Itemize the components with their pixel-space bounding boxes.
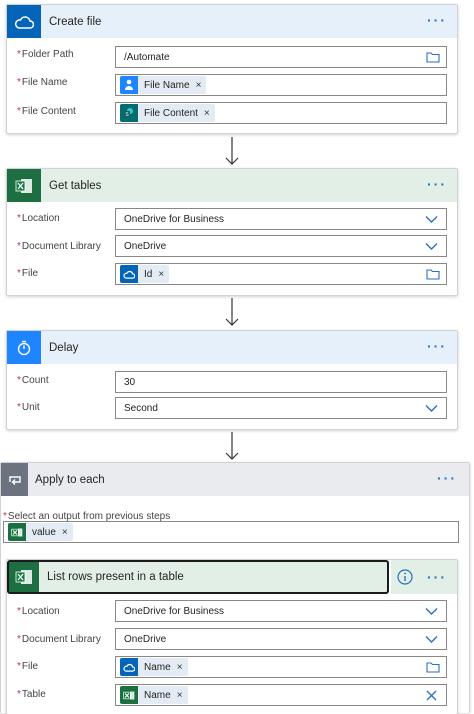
- list-rows-header-extension: [391, 560, 457, 594]
- list-rows-card: List rows present in a table ··· *Locati…: [6, 559, 458, 714]
- cloud-icon: [120, 265, 138, 283]
- table-label: *Table: [17, 689, 46, 700]
- apply-to-each-card: Apply to each ··· *Select an output from…: [0, 462, 470, 714]
- create-file-title: Create file: [49, 15, 102, 28]
- file-content-field[interactable]: S File Content ×: [115, 102, 447, 124]
- location-dropdown[interactable]: OneDrive for Business: [115, 208, 447, 230]
- create-file-card: Create file ··· *Folder Path /Automate *…: [6, 4, 458, 134]
- id-token[interactable]: Id ×: [120, 265, 170, 283]
- excel-icon: [9, 562, 39, 592]
- delay-title: Delay: [49, 341, 79, 354]
- location-label: *Location: [17, 606, 60, 617]
- get-tables-header[interactable]: Get tables ···: [7, 169, 457, 202]
- file-field[interactable]: Id ×: [115, 263, 447, 285]
- delay-header[interactable]: Delay ···: [7, 331, 457, 364]
- excel-icon: [7, 169, 41, 202]
- more-options-icon[interactable]: ···: [427, 569, 447, 585]
- select-output-label: *Select an output from previous steps: [3, 511, 171, 522]
- person-icon: [120, 76, 138, 94]
- count-input[interactable]: 30: [115, 371, 447, 393]
- chevron-down-icon[interactable]: [425, 402, 438, 417]
- value-token[interactable]: value ×: [8, 523, 73, 541]
- file-label: *File: [17, 268, 39, 279]
- select-output-field[interactable]: value ×: [3, 521, 459, 543]
- chevron-down-icon[interactable]: [425, 213, 438, 228]
- location-dropdown[interactable]: OneDrive for Business: [115, 600, 447, 622]
- create-file-header[interactable]: Create file ···: [7, 5, 457, 38]
- close-icon[interactable]: ×: [203, 107, 210, 119]
- info-icon[interactable]: [397, 569, 413, 588]
- folder-icon[interactable]: [426, 268, 440, 283]
- file-field[interactable]: Name ×: [115, 656, 447, 678]
- svg-text:S: S: [125, 112, 129, 118]
- down-arrow-icon: [225, 298, 239, 326]
- get-tables-title: Get tables: [49, 179, 102, 192]
- loop-icon: [1, 463, 28, 496]
- file-name-token[interactable]: File Name ×: [120, 76, 207, 94]
- chevron-down-icon[interactable]: [425, 633, 438, 648]
- document-library-label: *Document Library: [17, 634, 101, 645]
- chevron-down-icon[interactable]: [425, 240, 438, 255]
- excel-icon: [120, 686, 138, 704]
- close-icon[interactable]: ×: [176, 661, 183, 673]
- folder-icon[interactable]: [426, 51, 440, 66]
- file-name-token[interactable]: Name ×: [120, 658, 188, 676]
- get-tables-card: Get tables ··· *Location OneDrive for Bu…: [6, 168, 458, 296]
- timer-icon: [7, 331, 41, 364]
- count-label: *Count: [17, 375, 49, 386]
- file-content-label: *File Content: [17, 106, 76, 117]
- chevron-down-icon[interactable]: [425, 605, 438, 620]
- unit-dropdown[interactable]: Second: [115, 397, 447, 419]
- more-options-icon[interactable]: ···: [427, 338, 447, 354]
- document-library-dropdown[interactable]: OneDrive: [115, 235, 447, 257]
- more-options-icon[interactable]: ···: [427, 12, 447, 28]
- location-label: *Location: [17, 213, 60, 224]
- close-icon[interactable]: ×: [195, 79, 202, 91]
- file-name-field[interactable]: File Name ×: [115, 74, 447, 96]
- more-options-icon[interactable]: ···: [427, 176, 447, 192]
- close-icon[interactable]: ×: [176, 689, 183, 701]
- more-options-icon[interactable]: ···: [437, 470, 457, 486]
- delay-card: Delay ··· *Count 30 *Unit Second: [6, 330, 458, 430]
- close-icon[interactable]: ×: [158, 268, 165, 280]
- table-field[interactable]: Name ×: [115, 684, 447, 706]
- folder-path-field[interactable]: /Automate: [115, 46, 447, 68]
- file-content-token[interactable]: S File Content ×: [120, 104, 215, 122]
- list-rows-title: List rows present in a table: [47, 571, 184, 583]
- apply-to-each-title: Apply to each: [35, 473, 105, 486]
- sharepoint-icon: S: [120, 104, 138, 122]
- cloud-icon: [7, 5, 41, 38]
- folder-icon[interactable]: [426, 661, 440, 676]
- table-name-token[interactable]: Name ×: [120, 686, 188, 704]
- folder-path-label: *Folder Path: [17, 49, 74, 60]
- apply-to-each-header[interactable]: Apply to each ···: [1, 463, 469, 496]
- unit-label: *Unit: [17, 402, 40, 413]
- document-library-label: *Document Library: [17, 241, 101, 252]
- excel-icon: [8, 523, 26, 541]
- list-rows-header[interactable]: List rows present in a table: [7, 560, 389, 594]
- file-label: *File: [17, 661, 39, 672]
- file-name-label: *File Name: [17, 77, 68, 88]
- document-library-dropdown[interactable]: OneDrive: [115, 628, 447, 650]
- close-icon[interactable]: ×: [61, 526, 68, 538]
- cloud-icon: [120, 658, 138, 676]
- clear-icon[interactable]: [426, 690, 437, 704]
- down-arrow-icon: [225, 432, 239, 460]
- down-arrow-icon: [225, 137, 239, 165]
